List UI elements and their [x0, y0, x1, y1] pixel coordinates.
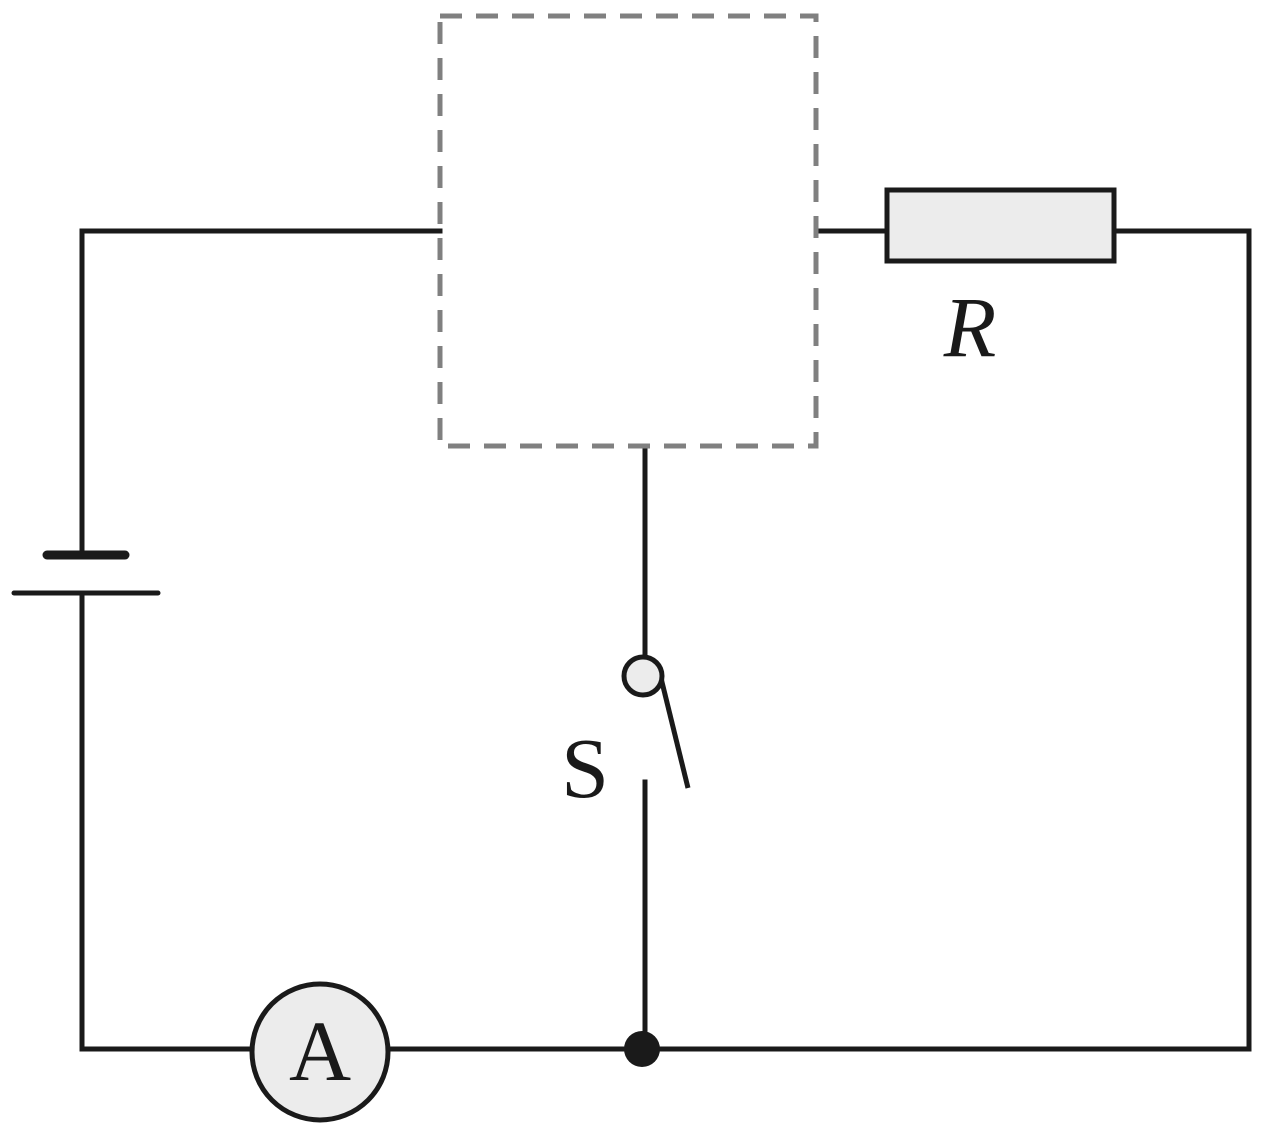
switch-label: S	[561, 720, 609, 816]
resistor	[884, 187, 1117, 264]
switch-pivot	[621, 654, 665, 698]
ammeter: A	[249, 981, 391, 1123]
switch-blade	[657, 673, 691, 789]
unknown-box	[437, 13, 819, 449]
resistor-label: R	[943, 279, 997, 375]
ammeter-label: A	[289, 1003, 351, 1099]
wires	[79, 228, 1252, 1052]
ammeter-body	[249, 981, 391, 1123]
junction-dot	[624, 1031, 660, 1067]
switch	[621, 654, 691, 789]
battery	[11, 550, 161, 596]
